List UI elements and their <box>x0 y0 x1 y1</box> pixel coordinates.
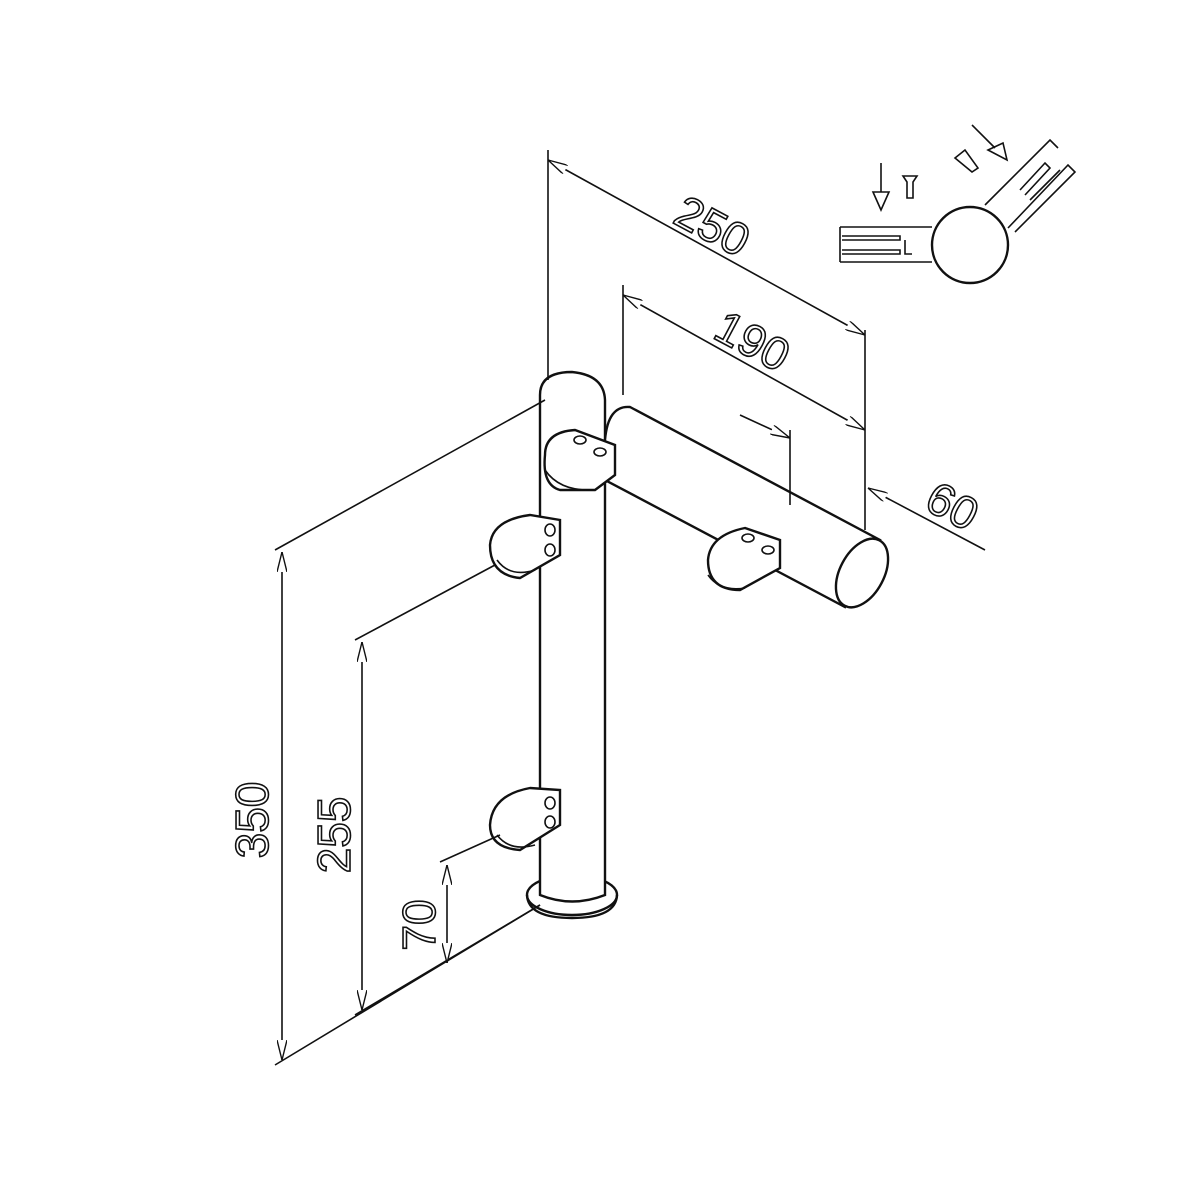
dimension-250: 250 <box>666 185 758 267</box>
screw-icon-angled <box>953 148 980 173</box>
glass-clamp-upper <box>488 513 562 580</box>
glass-clamp-lower <box>488 786 562 852</box>
dimension-70: 70 <box>393 899 445 950</box>
horizontal-arm <box>603 405 890 609</box>
vertical-post <box>538 370 607 903</box>
dimension-60: 60 <box>918 471 988 541</box>
screw-icon <box>901 175 919 199</box>
dimension-lines <box>274 150 986 1066</box>
dimension-190: 190 <box>706 300 798 382</box>
dimension-255: 255 <box>308 797 360 874</box>
dimension-350: 350 <box>226 782 278 859</box>
glass-clamp-top <box>543 428 617 492</box>
glass-clamp-arm <box>706 526 782 592</box>
mounting-detail-inset <box>839 124 1077 285</box>
